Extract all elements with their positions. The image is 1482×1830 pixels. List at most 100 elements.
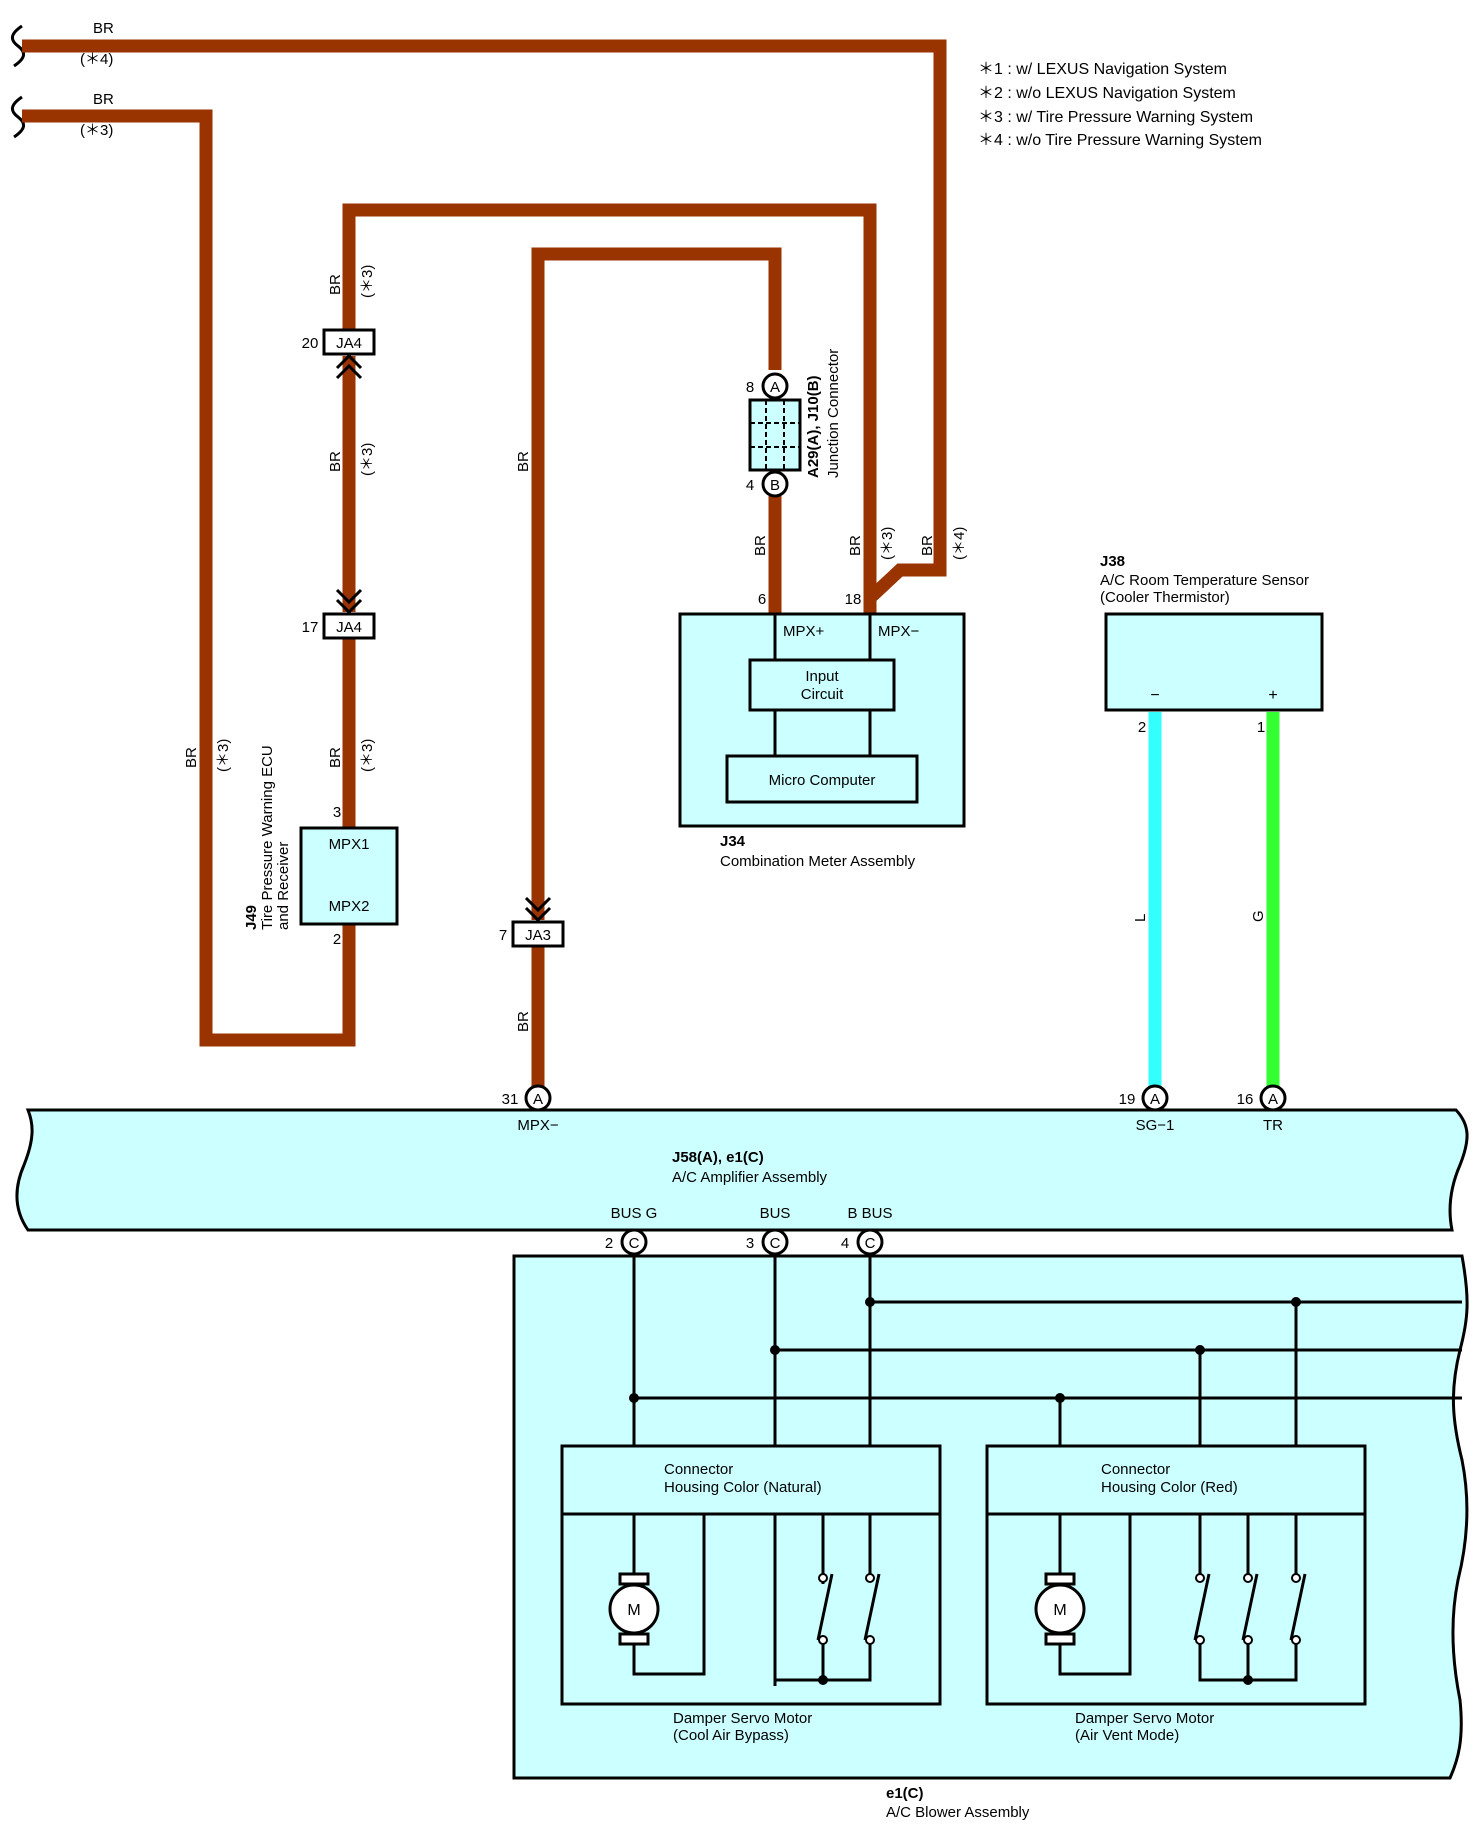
note-2: ＊2 : w/o LEXUS Navigation System [978, 85, 1236, 102]
br-label-ja4-mid: BR [327, 451, 344, 472]
amp-pin-31-letter: A [533, 1091, 543, 1108]
wire-break-marks [11, 24, 25, 139]
amp-code: J58(A), e1(C) [672, 1149, 764, 1166]
br-label-ja3-low: BR [515, 1011, 532, 1032]
ja3-chevron-2 [524, 906, 552, 923]
j34-micro-computer: Micro Computer [769, 772, 876, 789]
j38-pin-2: 2 [1138, 719, 1146, 736]
j49-label-2: and Receiver [275, 842, 292, 930]
note-4: ＊4 : w/o Tire Pressure Warning System [978, 132, 1262, 149]
br-label-ja3-top: BR [515, 451, 532, 472]
j34-label: Combination Meter Assembly [720, 853, 916, 870]
ja3-chevron [524, 896, 552, 913]
ja4-pin-20: 20 [302, 335, 319, 352]
left-connector-label-2: Housing Color (Natural) [664, 1479, 822, 1496]
motor-icon-left: M [608, 1572, 660, 1646]
wire-br-top-w4 [22, 39, 947, 614]
blower-pin-3: C 3 [746, 1228, 789, 1256]
note-1: ＊1 : w/ LEXUS Navigation System [978, 61, 1227, 78]
j49-pin-3: 3 [333, 804, 341, 821]
j34-combination-meter: MPX+ MPX− Input Circuit Micro Computer 6… [678, 591, 966, 870]
j34-code: J34 [720, 833, 746, 850]
ja4-name-top: JA4 [336, 335, 362, 352]
right-connector-label-2: Housing Color (Red) [1101, 1479, 1238, 1496]
amp-bus-g-name: BUS G [611, 1205, 658, 1222]
motor-icon-right: M [1034, 1572, 1086, 1646]
junction-pin-8: 8 [746, 379, 754, 396]
damper-servo-left: Connector Housing Color (Natural) [560, 1444, 942, 1744]
br-label-second: BR [93, 91, 114, 108]
left-motor-name-1: Damper Servo Motor [673, 1710, 812, 1727]
junction-connector: A 8 B 4 A29(A), J10(B) Junction Connecto… [746, 349, 842, 498]
j34-input-circuit-2: Circuit [801, 686, 844, 703]
ja4-pin-17: 17 [302, 619, 319, 636]
j49-pin-2: 2 [333, 931, 341, 948]
tag4-label-top-right: (＊4) [951, 527, 968, 560]
ja4-name-bottom: JA4 [336, 619, 362, 636]
wire-br-ja3-loop [531, 247, 782, 920]
ja4-chevron-bottom-2 [335, 598, 363, 615]
ja3-pin-7: 7 [499, 927, 507, 944]
wire-labels: BR (＊4) BR (＊3) BR (＊3) BR (＊3) BR (＊3) … [80, 20, 1267, 1032]
amp-pin-31-name: MPX− [517, 1117, 559, 1134]
tag3-label-left: (＊3) [215, 739, 232, 772]
j49-mpx2: MPX2 [329, 898, 370, 915]
amp-pin-16-num: 16 [1237, 1091, 1254, 1108]
j49-mpx1: MPX1 [329, 836, 370, 853]
j38-label-1: A/C Room Temperature Sensor [1100, 572, 1309, 589]
ac-amplifier: J58(A), e1(C) A/C Amplifier Assembly A 3… [15, 1084, 1469, 1232]
amp-label: A/C Amplifier Assembly [672, 1169, 828, 1186]
amp-pin-16-letter: A [1268, 1091, 1278, 1108]
j34-pin-18: 18 [845, 591, 862, 608]
br-wires [22, 39, 947, 1088]
tag3-label-ja4-mid: (＊3) [359, 443, 376, 476]
j49-code: J49 [243, 905, 260, 930]
wire-br-second-w3 [22, 109, 356, 1047]
j49-label-1: Tire Pressure Warning ECU [259, 745, 276, 930]
blower-pin-4: C 4 [841, 1228, 884, 1256]
break-mark-second [11, 95, 25, 139]
blower-pin-2-letter: C [629, 1235, 640, 1252]
junction-letter-a: A [770, 379, 780, 396]
amp-pin-19-letter: A [1150, 1091, 1160, 1108]
junction-label: Junction Connector [825, 349, 842, 478]
amp-pin-19: A 19 SG−1 [1119, 1084, 1175, 1134]
br-label-meter-18: BR [847, 535, 864, 556]
j38-plus: + [1268, 687, 1277, 704]
br-label-ja4-low: BR [327, 747, 344, 768]
note-3: ＊3 : w/ Tire Pressure Warning System [978, 109, 1253, 126]
tag3-label-meter-18: (＊3) [879, 527, 896, 560]
amp-pin-16-name: TR [1263, 1117, 1283, 1134]
j38-code: J38 [1100, 553, 1125, 570]
ac-blower-assembly: e1(C) A/C Blower Assembly C 2 [512, 1228, 1469, 1821]
amp-pin-19-name: SG−1 [1136, 1117, 1175, 1134]
j34-mpx-plus: MPX+ [783, 623, 825, 640]
blower-pin-3-num: 3 [746, 1235, 754, 1252]
amp-pin-16: A 16 TR [1237, 1084, 1287, 1134]
g-label: G [1250, 910, 1267, 922]
br-label-ja4-top: BR [327, 274, 344, 295]
ja3-name: JA3 [525, 927, 551, 944]
right-motor-name-2: (Air Vent Mode) [1075, 1727, 1179, 1744]
motor-letter-left: M [627, 1602, 640, 1619]
j34-input-circuit-1: Input [805, 668, 839, 685]
amp-pin-31: A 31 MPX− [502, 1084, 559, 1134]
amp-b-bus-name: B BUS [847, 1205, 892, 1222]
bus-junction-dots [629, 1297, 1301, 1403]
br-label-left: BR [183, 747, 200, 768]
br-label-top: BR [93, 20, 114, 37]
ja4-chevron-bottom [335, 588, 363, 605]
amp-pin-31-num: 31 [502, 1091, 519, 1108]
tag3-label-ja4-low: (＊3) [359, 739, 376, 772]
tag3-label-second: (＊3) [80, 122, 113, 139]
junction-code: A29(A), J10(B) [805, 375, 822, 478]
wire-br-ja4-loop [342, 203, 877, 614]
blower-pin-4-num: 4 [841, 1235, 849, 1252]
br-label-top-right: BR [919, 535, 936, 556]
j49-ecu: MPX1 MPX2 3 2 J49 Tire Pressure Warning … [243, 745, 399, 948]
left-connector-label-1: Connector [664, 1461, 733, 1478]
blower-pin-2-num: 2 [605, 1235, 613, 1252]
ja4-connector-bottom: JA4 17 [302, 588, 376, 640]
l-label: L [1132, 914, 1149, 922]
